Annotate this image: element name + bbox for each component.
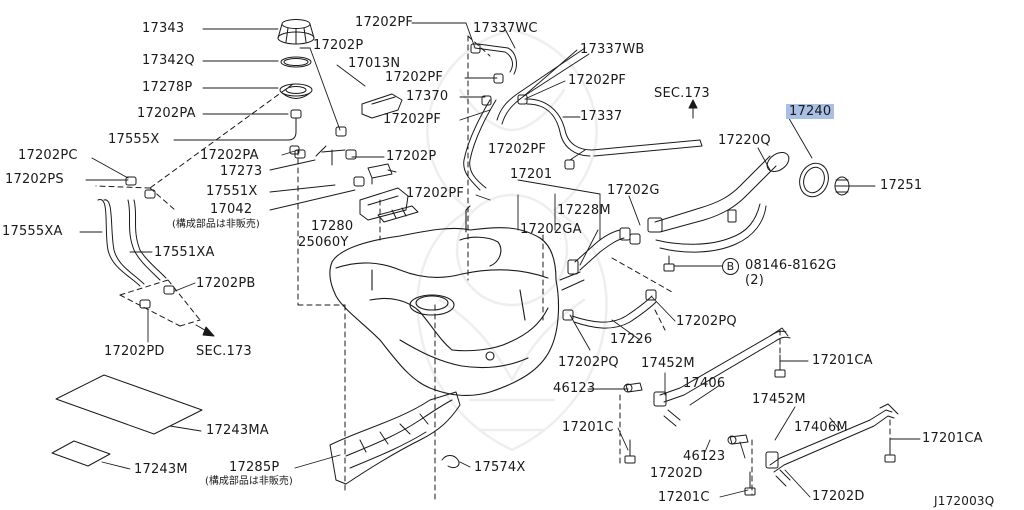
fuel-tank-body (329, 205, 559, 397)
label-17202PF-3: 17202PF (383, 112, 442, 127)
label-17285P: 17285P (229, 460, 280, 475)
label-qty-2: (2) (745, 273, 765, 288)
heat-shield (329, 391, 461, 485)
label-17201C-1: 17201C (562, 420, 614, 435)
label-17202PA-2: 17202PA (200, 148, 259, 163)
label-17202PF-1: 17202PF (355, 15, 414, 30)
label-17201: 17201 (510, 167, 553, 182)
vent-tubes-upper (463, 43, 703, 191)
label-17342Q: 17342Q (142, 53, 195, 68)
filler-tube (647, 151, 850, 253)
label-17202PF-6: 17202PF (406, 186, 465, 201)
label-17243MA: 17243MA (206, 423, 269, 438)
label-08146-8162G: 08146-8162G (745, 258, 837, 273)
label-17202PF-5: 17202PF (488, 142, 547, 157)
label-25060Y: 25060Y (298, 235, 349, 250)
label-17574X: 17574X (474, 460, 526, 475)
label-17452M-1: 17452M (641, 356, 695, 371)
vent-hoses-left (97, 176, 175, 309)
center-hoses (559, 227, 675, 329)
label-17337WB: 17337WB (580, 42, 645, 57)
label-17202GA: 17202GA (520, 222, 582, 237)
label-17042: 17042 (210, 202, 253, 217)
tank-straps (623, 327, 899, 496)
label-17452M-2: 17452M (752, 392, 806, 407)
label-17280: 17280 (311, 219, 354, 234)
watermark-emblem (416, 28, 608, 452)
label-17551X: 17551X (206, 184, 258, 199)
label-17251: 17251 (880, 178, 923, 193)
filler-ring-assembly (277, 19, 315, 155)
label-17228M: 17228M (557, 203, 611, 218)
label-17406M: 17406M (794, 420, 848, 435)
label-17551XA: 17551XA (154, 245, 215, 260)
arrow-sec173-left (195, 324, 215, 337)
label-17202PF-4: 17202PF (568, 73, 627, 88)
label-17555XA: 17555XA (2, 224, 63, 239)
label-17201CA-1: 17201CA (812, 353, 873, 368)
clip-17574X (441, 455, 460, 469)
label-17202D-2: 17202D (812, 489, 865, 504)
label-17202PC: 17202PC (18, 148, 78, 163)
label-not-sold-1: (構成部品は非販売) (172, 219, 260, 230)
label-17220Q: 17220Q (718, 133, 771, 148)
label-17202P-top: 17202P (313, 38, 364, 53)
label-17201CA-2: 17201CA (922, 431, 983, 446)
label-sec173-right: SEC.173 (654, 86, 710, 101)
label-17278P: 17278P (142, 80, 193, 95)
label-sec173-left: SEC.173 (196, 344, 252, 359)
leader-lines (79, 22, 921, 498)
insulator-sheets (51, 374, 203, 467)
label-17202PQ-2: 17202PQ (558, 355, 619, 370)
label-17226: 17226 (610, 332, 653, 347)
label-not-sold-2: (構成部品は非販売) (205, 476, 293, 487)
label-17202PQ-1: 17202PQ (676, 314, 737, 329)
label-17202PB: 17202PB (196, 276, 256, 291)
label-17370: 17370 (406, 89, 449, 104)
label-17202PS: 17202PS (5, 172, 64, 187)
bolt-b-circle: B (722, 258, 739, 275)
small-parts-cluster (294, 93, 419, 223)
drawing-reference-number: J172003Q (934, 494, 995, 508)
label-17202G: 17202G (607, 183, 660, 198)
label-46123-1: 46123 (553, 381, 596, 396)
label-17202P-mid: 17202P (386, 149, 437, 164)
label-17337: 17337 (580, 109, 623, 124)
label-17555X: 17555X (108, 132, 160, 147)
label-17406: 17406 (683, 376, 726, 391)
label-17337WC: 17337WC (473, 21, 538, 36)
label-17343: 17343 (142, 21, 185, 36)
label-17013N: 17013N (348, 56, 401, 71)
label-17240-highlighted: 17240 (786, 104, 835, 119)
label-17202PA: 17202PA (137, 106, 196, 121)
label-17202PF-2: 17202PF (385, 70, 444, 85)
label-17243M: 17243M (134, 462, 188, 477)
label-17273: 17273 (220, 164, 263, 179)
label-46123-2: 46123 (683, 449, 726, 464)
label-17201C-2: 17201C (658, 490, 710, 505)
label-17202PD: 17202PD (104, 344, 165, 359)
label-17202D-1: 17202D (650, 466, 703, 481)
